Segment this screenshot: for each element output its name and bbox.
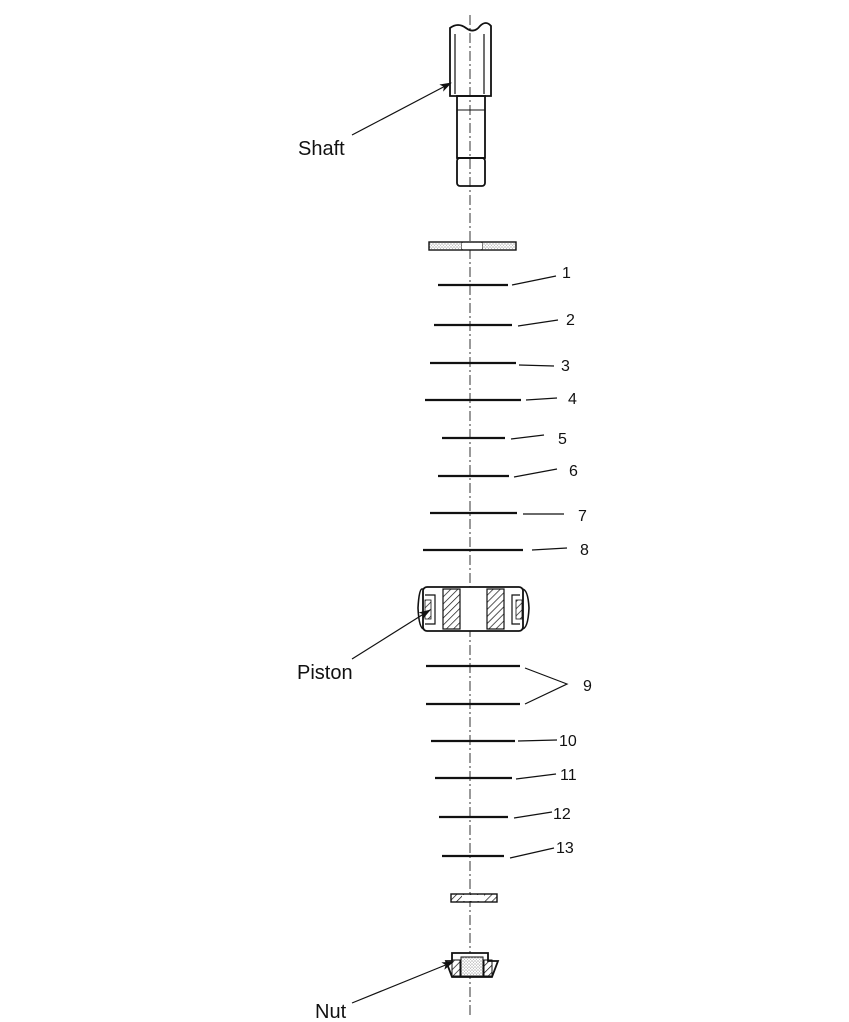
shim-number-5: 5 — [558, 431, 567, 448]
shaft-part — [449, 22, 492, 187]
shim-number-8: 8 — [580, 542, 589, 559]
shaft-arrow — [351, 82, 452, 136]
top-washer — [428, 241, 517, 251]
nut-label: Nut — [315, 1001, 347, 1022]
shim-number-9: 9 — [583, 678, 592, 695]
piston-part — [417, 586, 530, 632]
shaft-label: Shaft — [298, 138, 345, 160]
shim-number-6: 6 — [569, 463, 578, 480]
piston-arrow — [351, 609, 431, 660]
bottom-washer — [450, 893, 498, 903]
piston-label: Piston — [297, 662, 353, 684]
shim-number-2: 2 — [566, 312, 575, 329]
shim-number-7: 7 — [578, 508, 587, 525]
shim-number-4: 4 — [568, 391, 577, 408]
shim-number-1: 1 — [562, 265, 571, 282]
shim-number-10: 10 — [559, 733, 577, 750]
nut-part — [444, 952, 500, 978]
shim-number-3: 3 — [561, 358, 570, 375]
shim-number-13: 13 — [556, 840, 574, 857]
shim-number-12: 12 — [553, 806, 571, 823]
nut-arrow — [351, 961, 454, 1004]
shim-number-11: 11 — [560, 767, 577, 784]
